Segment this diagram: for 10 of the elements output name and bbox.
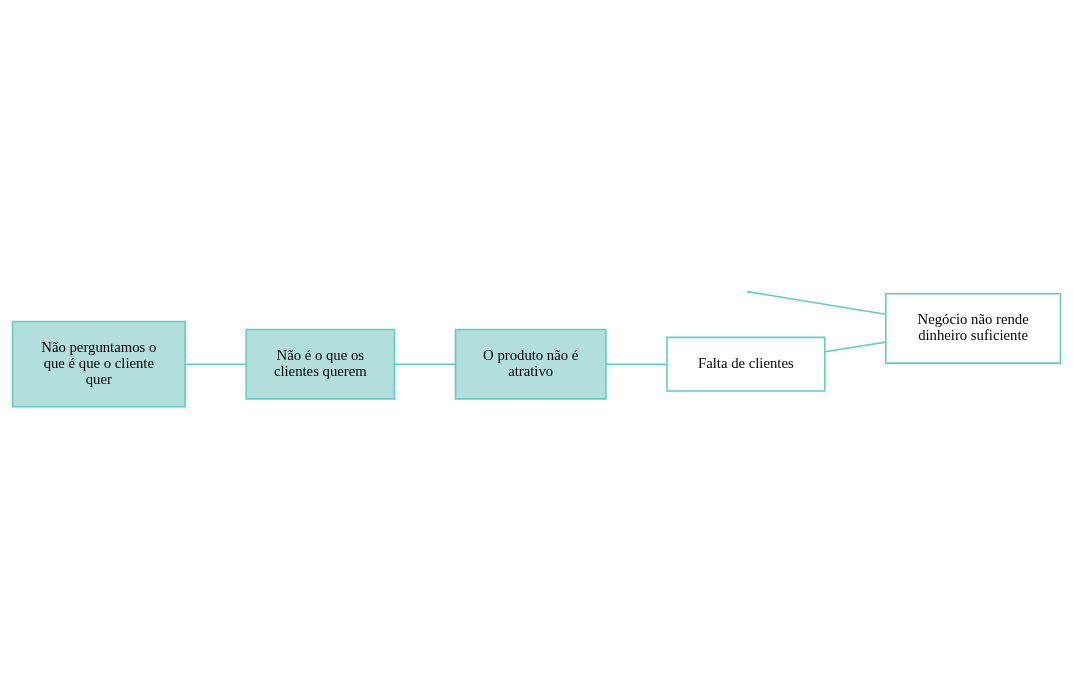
connector	[184, 362, 247, 365]
connector	[824, 340, 887, 353]
node-box: Não perguntamos o que é que o cliente quer	[11, 320, 186, 408]
node-box: Falta de clientes	[666, 336, 826, 392]
connector	[393, 362, 457, 365]
node-box: Negócio não rende dinheiro suficiente	[885, 292, 1062, 364]
connector	[746, 290, 887, 315]
node-box: Não é o que os clientes querem	[245, 328, 396, 400]
node-box: O produto não é atrativo	[454, 328, 607, 400]
connector	[605, 362, 668, 365]
